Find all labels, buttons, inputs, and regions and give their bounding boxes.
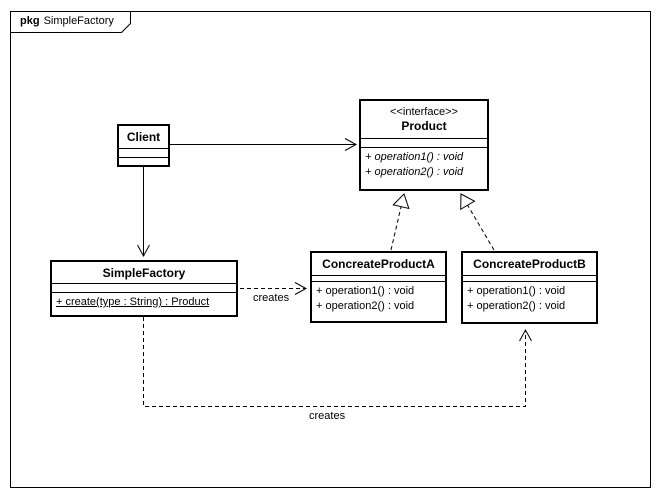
- interface-product: <<interface>> Product + operation1() : v…: [359, 99, 489, 191]
- edge-producta-realizes-product: [390, 193, 410, 251]
- class-client-attributes: [119, 148, 168, 157]
- class-simplefactory-attributes: [52, 283, 236, 292]
- operation: + operation2() : void: [467, 300, 566, 312]
- class-concreteproductb-operations: + operation1() : void + operation2() : v…: [463, 281, 596, 322]
- edge-simplefactory-creates-productb: [143, 317, 532, 407]
- operation: + operation1() : void: [316, 285, 415, 297]
- edge-productb-realizes-product: [460, 193, 495, 251]
- class-concreteproducta: ConcreateProductA + operation1() : void …: [310, 251, 447, 323]
- operation: + operation1() : void: [467, 285, 566, 297]
- class-client-name: Client: [126, 130, 161, 144]
- operation: + operation2() : void: [365, 166, 464, 178]
- class-concreteproductb: ConcreateProductB + operation1() : void …: [461, 251, 598, 324]
- class-concreteproducta-attributes: [312, 275, 445, 281]
- class-simplefactory-name: SimpleFactory: [102, 265, 186, 280]
- interface-product-operations: + operation1() : void + operation2() : v…: [361, 147, 487, 189]
- class-client: Client: [117, 124, 170, 167]
- interface-product-stereotype: <<interface>>: [390, 106, 458, 118]
- class-concreteproductb-attributes: [463, 275, 596, 281]
- edge-label-creates-b: creates: [309, 410, 346, 422]
- operation: + operation2() : void: [316, 300, 415, 312]
- class-simplefactory-operations: + create(type : String) : Product: [52, 292, 236, 315]
- class-simplefactory: SimpleFactory + create(type : String) : …: [50, 260, 238, 317]
- operation: + create(type : String) : Product: [56, 296, 210, 308]
- interface-product-attributes: [361, 138, 487, 147]
- interface-product-name: Product: [401, 119, 447, 133]
- package-frame: [10, 11, 651, 488]
- class-concreteproductb-name: ConcreateProductB: [473, 257, 586, 271]
- package-keyword: pkg: [20, 15, 40, 27]
- class-concreteproducta-operations: + operation1() : void + operation2() : v…: [312, 281, 445, 321]
- package-tab: [10, 11, 131, 33]
- operation: + operation1() : void: [365, 151, 464, 163]
- class-concreteproducta-name: ConcreateProductA: [322, 257, 435, 271]
- edge-label-creates-a: creates: [253, 292, 290, 304]
- package-name: SimpleFactory: [43, 15, 114, 27]
- class-client-operations: [119, 157, 168, 165]
